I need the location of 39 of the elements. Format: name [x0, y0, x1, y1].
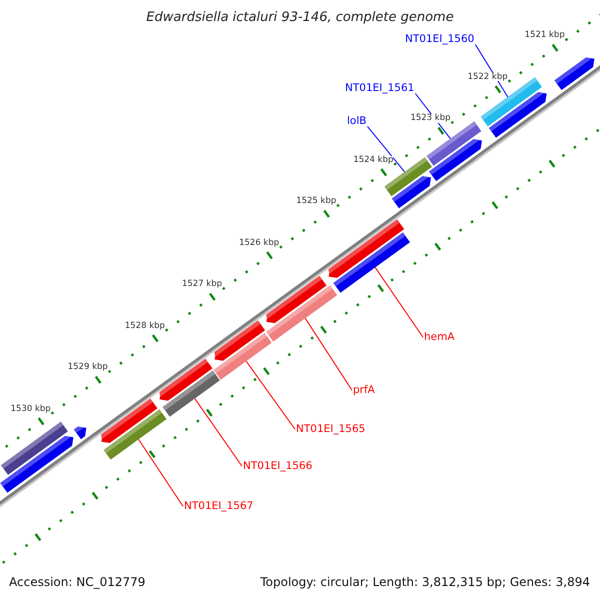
- gene-label: NT01EI_1560: [405, 34, 474, 44]
- gene-feature: [554, 57, 594, 90]
- gene-label: NT01EI_1561: [345, 83, 414, 94]
- scale-label: 1529 kbp: [68, 363, 108, 372]
- leader-line: [246, 360, 296, 430]
- gene-feature: [74, 426, 86, 440]
- leader-line: [374, 266, 424, 338]
- gene-feature: [328, 219, 404, 278]
- scale-label: 1523 kbp: [410, 114, 450, 123]
- leader-line: [194, 398, 242, 467]
- leader-line: [138, 438, 184, 507]
- gene-feature: [214, 320, 266, 361]
- gene-feature: [0, 436, 74, 493]
- scale-label: 1528 kbp: [124, 322, 165, 330]
- scale-label: 1527 kbp: [182, 280, 222, 289]
- gene-label: hemA: [424, 332, 455, 342]
- footer-text: Topology: circular; Length: 3,812,315 bp; Genes: 3,894: [260, 576, 590, 588]
- title: Edwardsiella ictaluri 93-146, complete genome: [146, 10, 454, 25]
- gene-feature: [100, 398, 158, 444]
- footer-text: Accession: NC_012779: [9, 576, 146, 588]
- scale-label: 1530 kbp: [10, 404, 51, 414]
- scale-label: 1524 kbp: [353, 156, 394, 164]
- scale-label: 1526 kbp: [239, 238, 280, 248]
- gene-label: NT01EI_1566: [243, 461, 312, 472]
- gene-feature: [429, 139, 482, 182]
- gene-feature: [159, 358, 212, 401]
- leader-line: [366, 126, 406, 172]
- gene-feature: [266, 276, 327, 324]
- scale-label: 1522 kbp: [468, 72, 508, 82]
- gene-label: lolB: [347, 116, 366, 126]
- leader-line: [474, 44, 508, 98]
- gene-feature: [392, 176, 431, 208]
- gene-feature: [488, 92, 547, 138]
- gene-label: NT01EI_1565: [296, 424, 366, 434]
- leader-line: [304, 318, 352, 391]
- gene-label: prfA: [353, 385, 375, 396]
- gene-label: NT01EI_1567: [184, 501, 254, 512]
- scale-label: 1525 kbp: [296, 197, 336, 206]
- scale-label: 1521 kbp: [524, 31, 565, 40]
